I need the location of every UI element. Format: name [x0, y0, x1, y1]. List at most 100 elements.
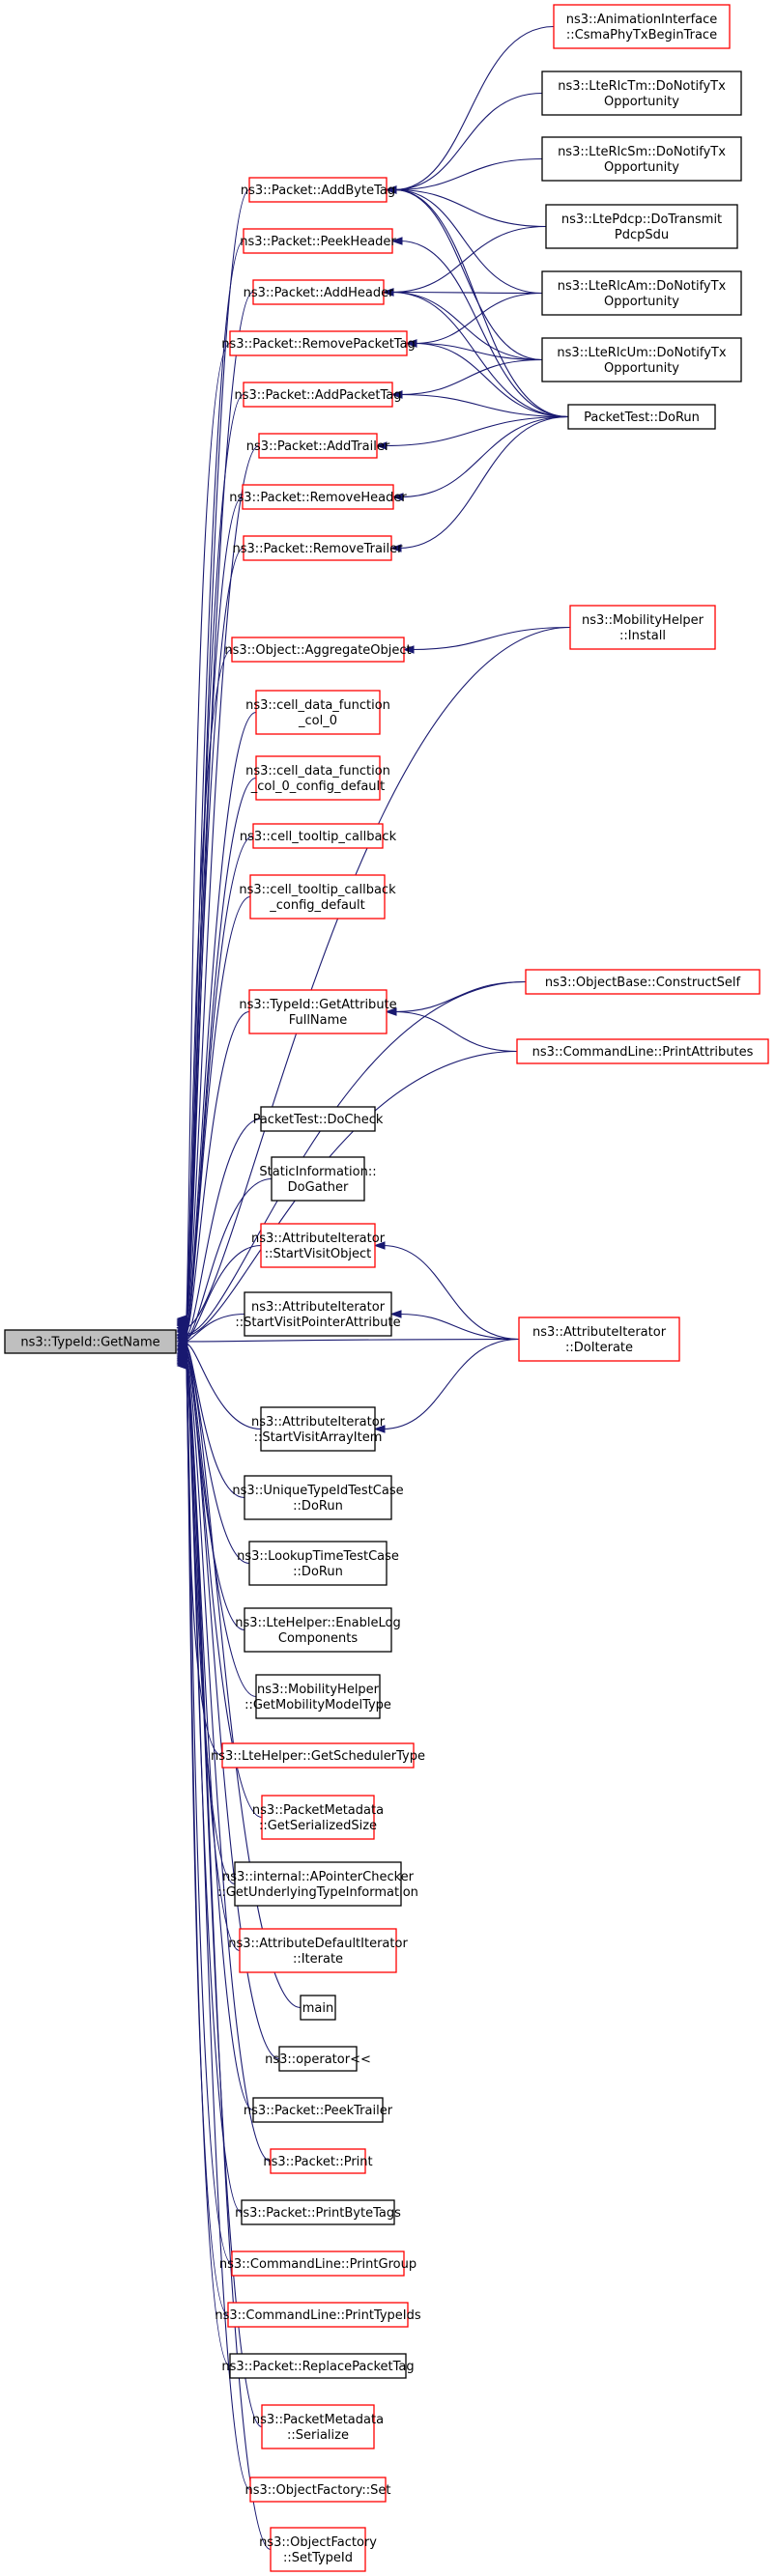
node-box[interactable]: [249, 874, 386, 920]
node-ns3-packet-removeheader[interactable]: ns3::Packet::RemoveHeader: [229, 484, 407, 510]
node-ns3-mobilityhelper-install[interactable]: ns3::MobilityHelper::Install: [569, 605, 716, 650]
node-box[interactable]: [229, 2353, 407, 2379]
node-box[interactable]: [241, 2199, 395, 2225]
node-box[interactable]: [541, 337, 742, 382]
node-packettest-dorun[interactable]: PacketTest::DoRun: [567, 404, 716, 430]
node-ns3-lookuptimetestcase-dorun[interactable]: ns3::LookupTimeTestCase::DoRun: [237, 1541, 399, 1586]
node-ns3-packet-printbytetags[interactable]: ns3::Packet::PrintByteTags: [235, 2199, 401, 2225]
node-ns3-object-aggregateobject[interactable]: ns3::Object::AggregateObject: [224, 637, 412, 663]
node-ns3-packet-addtrailer[interactable]: ns3::Packet::AddTrailer: [246, 433, 390, 459]
node-ns3-commandline-printgroup[interactable]: ns3::CommandLine::PrintGroup: [219, 2250, 417, 2277]
node-box[interactable]: [516, 1038, 769, 1064]
node-box[interactable]: [244, 1475, 392, 1520]
node-ns3-attributeiterator-startvisitarrayitem[interactable]: ns3::AttributeIterator::StartVisitArrayI…: [251, 1406, 386, 1452]
node-ns3-attributeiterator-startvisitpointerattribute[interactable]: ns3::AttributeIterator::StartVisitPointe…: [235, 1291, 401, 1337]
node-box[interactable]: [278, 2046, 358, 2072]
node-box[interactable]: [252, 279, 385, 305]
node-box[interactable]: [260, 1106, 376, 1132]
node-ns3-objectfactory-settypeid[interactable]: ns3::ObjectFactory::SetTypeId: [259, 2527, 377, 2572]
node-box[interactable]: [541, 136, 742, 182]
node-ns3-ltehelper-getschedulertype[interactable]: ns3::LteHelper::GetSchedulerType: [211, 1742, 425, 1769]
node-main[interactable]: main: [300, 1995, 336, 2021]
node-ns3-packetmetadata-serialize[interactable]: ns3::PacketMetadata::Serialize: [252, 2404, 384, 2449]
node-ns3-packet-removepackettag[interactable]: ns3::Packet::RemovePacketTag: [221, 330, 416, 356]
node-ns3-cell-data-function-col-0-config-default[interactable]: ns3::cell_data_function_col_0_config_def…: [245, 755, 390, 801]
node-box[interactable]: [255, 755, 381, 801]
node-box[interactable]: [252, 823, 384, 849]
node-box[interactable]: [229, 330, 408, 356]
node-box[interactable]: [227, 2302, 409, 2328]
node-ns3-animationinterface-csmaphytxbegintrace[interactable]: ns3::AnimationInterface::CsmaPhyTxBeginT…: [553, 4, 731, 49]
node-box[interactable]: [261, 1795, 375, 1840]
node-box[interactable]: [244, 1607, 392, 1653]
node-ns3-cell-data-function-col-0[interactable]: ns3::cell_data_function_col_0: [245, 690, 390, 735]
node-box[interactable]: [261, 2404, 375, 2449]
node-box[interactable]: [243, 228, 393, 254]
node-ns3-objectbase-constructself[interactable]: ns3::ObjectBase::ConstructSelf: [525, 969, 761, 995]
node-ns3-mobilityhelper-getmobilitymodeltype[interactable]: ns3::MobilityHelper::GetMobilityModelTyp…: [244, 1674, 391, 1719]
node-box[interactable]: [252, 2097, 384, 2123]
node-ns3-commandline-printattributes[interactable]: ns3::CommandLine::PrintAttributes: [516, 1038, 769, 1064]
node-box[interactable]: [243, 535, 392, 561]
node-box[interactable]: [541, 71, 742, 116]
node-ns3-packet-print[interactable]: ns3::Packet::Print: [263, 2148, 373, 2174]
node-ns3-internal-apointerchecker-getunderlyingtypeinformation[interactable]: ns3::internal::APointerChecker::GetUnder…: [217, 1861, 418, 1907]
node-staticinformation-dogather[interactable]: StaticInformation::DoGather: [259, 1156, 377, 1202]
node-box[interactable]: [242, 484, 394, 510]
node-ns3-packet-addbytetag[interactable]: ns3::Packet::AddByteTag: [241, 177, 395, 203]
node-box[interactable]: [541, 270, 742, 316]
node-box[interactable]: [300, 1995, 336, 2021]
node-box[interactable]: [248, 1541, 388, 1586]
node-ns3-objectfactory-set[interactable]: ns3::ObjectFactory::Set: [244, 2477, 391, 2503]
node-box[interactable]: [4, 1329, 177, 1354]
node-box[interactable]: [255, 690, 381, 735]
node-ns3-uniquetypeidtestcase-dorun[interactable]: ns3::UniqueTypeIdTestCase::DoRun: [232, 1475, 404, 1520]
node-ns3-attributeiterator-doiterate[interactable]: ns3::AttributeIterator::DoIterate: [518, 1316, 680, 1362]
node-ns3-packet-addpackettag[interactable]: ns3::Packet::AddPacketTag: [234, 382, 402, 408]
node-box[interactable]: [244, 1291, 392, 1337]
node-ns3-cell-tooltip-callback[interactable]: ns3::cell_tooltip_callback: [240, 823, 397, 849]
node-box[interactable]: [260, 1406, 376, 1452]
node-ns3-packet-replacepackettag[interactable]: ns3::Packet::ReplacePacketTag: [221, 2353, 415, 2379]
node-box[interactable]: [248, 989, 388, 1034]
node-box[interactable]: [545, 204, 738, 249]
node-box[interactable]: [248, 177, 388, 203]
node-box[interactable]: [270, 2148, 366, 2174]
node-box[interactable]: [258, 433, 378, 459]
node-box[interactable]: [231, 637, 405, 663]
node-box[interactable]: [567, 404, 716, 430]
node-ns3-attributeiterator-startvisitobject[interactable]: ns3::AttributeIterator::StartVisitObject: [251, 1223, 386, 1268]
node-box[interactable]: [239, 1928, 397, 1973]
node-ns3-attributedefaultiterator-iterate[interactable]: ns3::AttributeDefaultIterator::Iterate: [228, 1928, 408, 1973]
node-ns3-commandline-printtypeids[interactable]: ns3::CommandLine::PrintTypeIds: [215, 2302, 421, 2328]
node-box[interactable]: [243, 382, 393, 408]
node-ns3-packet-peektrailer[interactable]: ns3::Packet::PeekTrailer: [244, 2097, 393, 2123]
node-box[interactable]: [271, 1156, 365, 1202]
node-box[interactable]: [234, 1861, 402, 1907]
node-ns3-operator[interactable]: ns3::operator<<: [265, 2046, 371, 2072]
node-box[interactable]: [255, 1674, 381, 1719]
node-box[interactable]: [249, 2477, 387, 2503]
node-ns3-packet-removetrailer[interactable]: ns3::Packet::RemoveTrailer: [233, 535, 404, 561]
node-box[interactable]: [231, 2250, 405, 2277]
node-ns3-packetmetadata-getserializedsize[interactable]: ns3::PacketMetadata::GetSerializedSize: [252, 1795, 384, 1840]
node-box[interactable]: [569, 605, 716, 650]
node-box[interactable]: [525, 969, 761, 995]
node-ns3-packet-addheader[interactable]: ns3::Packet::AddHeader: [244, 279, 394, 305]
node-box[interactable]: [260, 1223, 376, 1268]
node-packettest-docheck[interactable]: PacketTest::DoCheck: [253, 1106, 384, 1132]
node-ns3-typeid-getname[interactable]: ns3::TypeId::GetName: [4, 1329, 177, 1354]
node-box[interactable]: [553, 4, 731, 49]
node-ns3-cell-tooltip-callback-config-default[interactable]: ns3::cell_tooltip_callback_config_defaul…: [239, 874, 396, 920]
node-box[interactable]: [270, 2527, 366, 2572]
node-box[interactable]: [221, 1742, 415, 1769]
node-box[interactable]: [518, 1316, 680, 1362]
node-ns3-packet-peekheader[interactable]: ns3::Packet::PeekHeader: [240, 228, 396, 254]
